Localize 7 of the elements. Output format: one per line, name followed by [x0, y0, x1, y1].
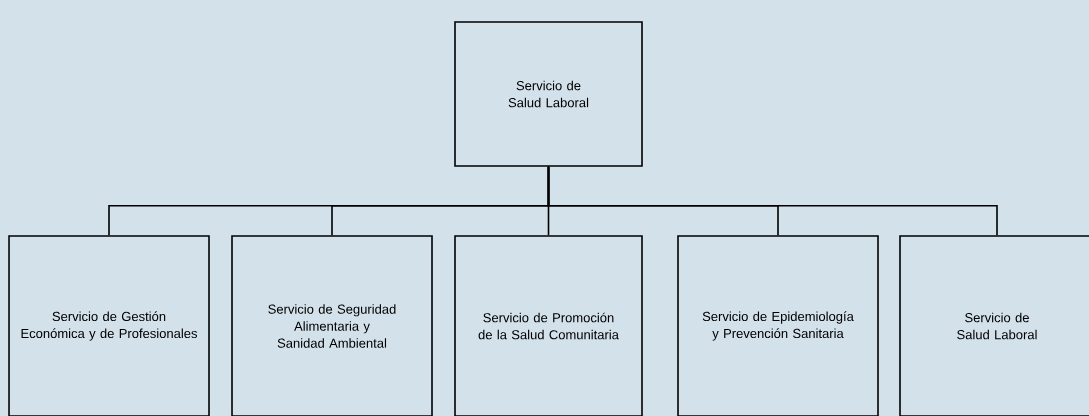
org-box: Servicio de Salud Laboral	[899, 235, 1089, 416]
connector-line	[547, 166, 998, 236]
org-box: Servicio de Gestión Económica y de Profesionales	[8, 235, 210, 416]
org-box: Servicio de Epidemiología y Prevención Sanitaria	[677, 235, 879, 416]
org-box: Servicio de Promoción de la Salud Comunitaria	[454, 235, 643, 416]
org-box: Servicio de Seguridad Alimentaria y Sanidad Ambiental	[231, 235, 433, 416]
org-box: Servicio de Salud Laboral	[454, 21, 643, 167]
